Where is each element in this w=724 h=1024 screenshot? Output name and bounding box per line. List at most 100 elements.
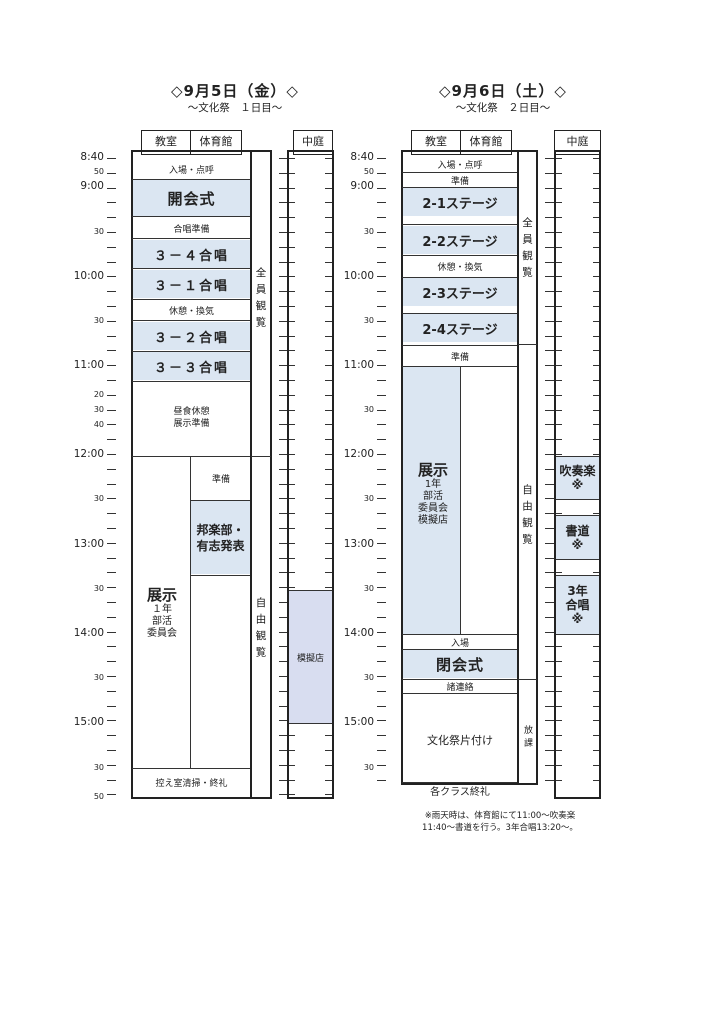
tick <box>279 794 288 795</box>
tick <box>545 158 554 159</box>
tick <box>288 321 295 322</box>
tick <box>377 632 386 633</box>
day1-opening: 開会式 <box>133 180 250 216</box>
tick <box>107 484 116 485</box>
day1-lunch-line1: 昼食休憩 <box>173 407 210 417</box>
tick <box>107 646 116 647</box>
day1-exhibit-line1: １年 <box>152 604 172 615</box>
tick <box>279 543 288 544</box>
tick <box>377 661 386 662</box>
day1-break: 休憩・換気 <box>168 306 214 317</box>
tick <box>545 424 554 425</box>
day2-free-view: 自由観覧 <box>521 484 533 550</box>
tick <box>545 735 554 736</box>
tick <box>288 735 295 736</box>
day2-entry: 入場・点呼 <box>437 160 483 171</box>
tick <box>325 291 333 292</box>
tick <box>325 454 333 455</box>
tick <box>377 558 386 559</box>
tick <box>555 158 562 159</box>
tick <box>545 572 554 573</box>
divider <box>251 456 271 457</box>
time-label-1100: 11:00 <box>73 359 104 371</box>
tick <box>545 217 554 218</box>
divider <box>132 456 251 457</box>
tick <box>593 380 600 381</box>
tick <box>555 247 562 248</box>
tick <box>545 469 554 470</box>
tick <box>545 321 554 322</box>
tick <box>377 262 386 263</box>
tick <box>288 350 295 351</box>
day2-final: 各クラス終礼 <box>430 786 490 798</box>
tick <box>377 750 386 751</box>
tick <box>325 276 333 277</box>
tick <box>288 780 295 781</box>
time-label-1030: 30 <box>93 316 104 325</box>
day2-prep1: 準備 <box>450 176 469 187</box>
tick <box>377 439 386 440</box>
tick <box>593 262 600 263</box>
tick <box>545 454 554 455</box>
day2-exhibit-line1: 1年 <box>424 479 442 490</box>
day1-free-view: 自由観覧 <box>254 597 267 663</box>
tick <box>279 632 288 633</box>
tick <box>545 439 554 440</box>
day1-hogaku: 邦楽部・ 有志発表 <box>191 501 250 574</box>
tick <box>279 706 288 707</box>
time-label-850: 50 <box>93 167 104 176</box>
day2-brass-label: 吹奏楽 <box>559 464 596 478</box>
day2-shodo: 書道 ※ <box>556 515 599 560</box>
tick <box>593 173 600 174</box>
tick <box>325 158 333 159</box>
tick <box>545 706 554 707</box>
tick <box>593 572 600 573</box>
tick <box>377 306 386 307</box>
day2-shodo-label: 書道 <box>565 523 590 538</box>
tick <box>555 513 562 514</box>
tick <box>107 276 116 277</box>
tick <box>593 410 600 411</box>
tick <box>279 217 288 218</box>
tick <box>545 365 554 366</box>
tick <box>545 676 554 677</box>
tick <box>593 306 600 307</box>
tick <box>288 750 295 751</box>
time-label-850: 50 <box>363 167 374 176</box>
tick <box>325 439 333 440</box>
time-label-1120: 20 <box>93 390 104 399</box>
tick <box>107 543 116 544</box>
tick <box>593 188 600 189</box>
tick <box>545 720 554 721</box>
tick <box>288 454 295 455</box>
tick <box>555 276 562 277</box>
tick <box>325 410 333 411</box>
tick <box>279 232 288 233</box>
tick <box>325 247 333 248</box>
tick <box>288 306 295 307</box>
tick <box>377 676 386 677</box>
tick <box>545 262 554 263</box>
tick <box>288 424 295 425</box>
divider <box>518 679 537 680</box>
tick <box>545 602 554 603</box>
tick <box>288 484 295 485</box>
tick <box>545 173 554 174</box>
time-label-1100: 11:00 <box>343 359 374 371</box>
day1-mock-shop: 模擬店 <box>289 590 332 724</box>
tick <box>279 765 288 766</box>
tick <box>107 706 116 707</box>
tick <box>107 202 116 203</box>
divider <box>190 456 191 768</box>
day2-stage-2-1: 2-1ステージ <box>403 188 517 216</box>
tick <box>107 720 116 721</box>
tick <box>593 158 600 159</box>
tick <box>325 350 333 351</box>
day2-exhibit-line3: 委員会 <box>418 503 448 514</box>
time-label-1230: 30 <box>363 494 374 503</box>
tick <box>555 321 562 322</box>
tick <box>279 484 288 485</box>
tick <box>288 498 295 499</box>
day1-exhibit-line3: 委員会 <box>147 628 177 639</box>
tick <box>377 410 386 411</box>
